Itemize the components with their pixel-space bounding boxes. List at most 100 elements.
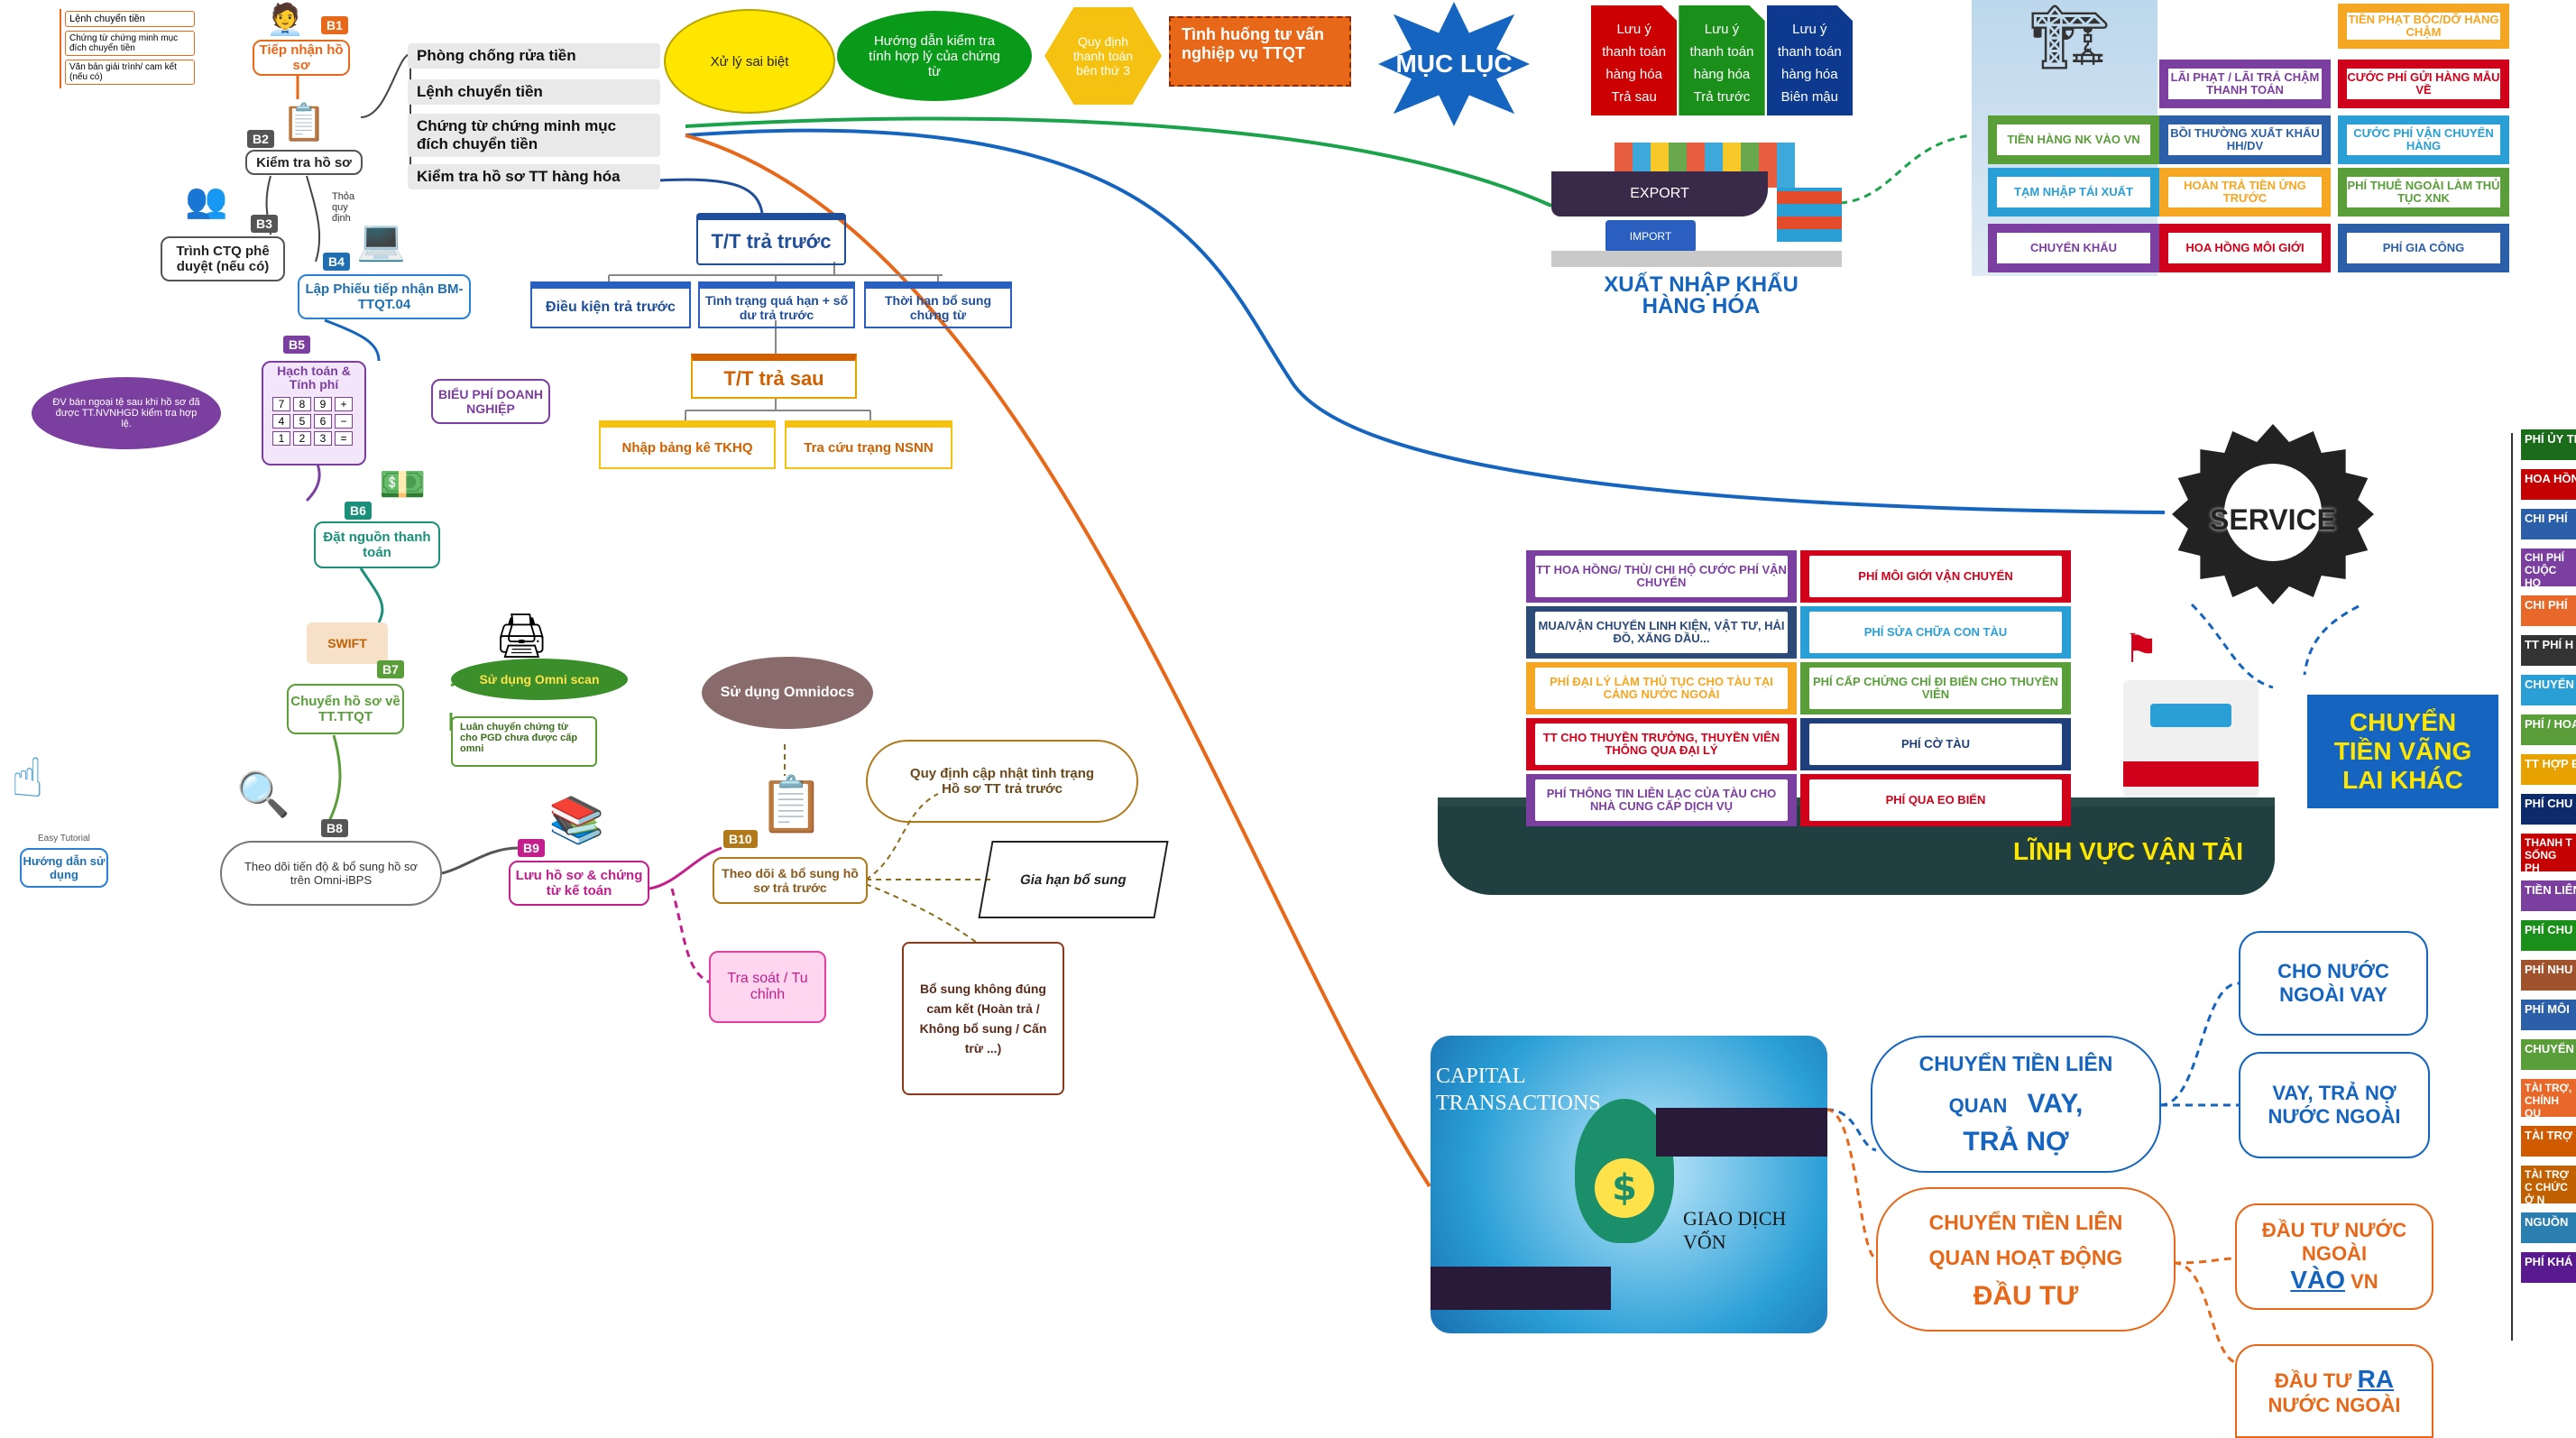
sidebar-service-item[interactable]: NGUỒN [2521, 1212, 2576, 1243]
transport-container[interactable]: PHÍ ĐẠI LÝ LÀM THỦ TỤC CHO TÀU TẠI CẢNG … [1526, 662, 1797, 714]
transport-container[interactable]: MUA/VẬN CHUYỂN LINH KIỆN, VẬT TƯ, HẢI ĐỒ… [1526, 606, 1797, 659]
tra-soat-node[interactable]: Tra soát / Tu chỉnh [709, 951, 826, 1023]
postpay-title[interactable]: T/T trả sau [691, 354, 857, 399]
postpay-item-nsnn[interactable]: Tra cứu trạng NSNN [785, 420, 952, 469]
outbound-invest-node[interactable]: ĐẦU TƯ RA NƯỚC NGOÀI [2235, 1344, 2433, 1438]
step-check-docs[interactable]: Kiểm tra hồ sơ [245, 150, 363, 175]
transport-container[interactable]: PHÍ THÔNG TIN LIÊN LẠC CỦA TÀU CHO NHÀ C… [1526, 774, 1797, 826]
lend-abroad-node[interactable]: CHO NƯỚC NGOÀI VAY [2239, 931, 2428, 1036]
inbound-invest-node[interactable]: ĐẦU TƯ NƯỚC NGOÀI VÀO VN [2235, 1203, 2433, 1310]
sidebar-service-item[interactable]: PHÍ MÔI [2521, 1000, 2576, 1030]
debt-transfer-node[interactable]: CHUYỂN TIỀN LIÊN QUAN VAY, TRẢ NỢ [1871, 1036, 2161, 1173]
sidebar-service-item[interactable]: PHÍ CHU [2521, 794, 2576, 825]
sidebar-service-item[interactable]: CHI PHÍ CUỘC HỌ [2521, 548, 2576, 586]
sidebar-service-item[interactable]: THANH T SỐNG PH [2521, 834, 2576, 871]
sidebar-service-item[interactable]: PHÍ NHU [2521, 960, 2576, 991]
toc-starburst[interactable]: MỤC LỤC [1378, 2, 1530, 126]
hand-top [1656, 1108, 1827, 1157]
sidebar-service-item[interactable]: HOA HỒN [2521, 469, 2576, 500]
omni-scan-button[interactable]: Sử dụng Omni scan [451, 659, 628, 700]
step-tracking[interactable]: Theo dõi tiến độ & bổ sung hồ sơ trên Om… [220, 841, 442, 906]
required-docs-list: Lệnh chuyển tiền Chứng từ chứng minh mục… [60, 9, 195, 88]
step-funding[interactable]: Đặt nguồn thanh toán [314, 521, 440, 568]
calc-key: − [335, 414, 353, 429]
transport-container[interactable]: PHÍ CẤP CHỨNG CHỈ ĐI BIỂN CHO THUYỀN VIÊ… [1800, 662, 2071, 714]
exception-bubble[interactable]: Xử lý sai biệt [664, 9, 835, 114]
trade-tile[interactable]: LÃI PHẠT / LÃI TRẢ CHẬM THANH TOÁN [2159, 60, 2331, 108]
trade-tile[interactable]: TIỀN HÀNG NK VÀO VN [1988, 115, 2159, 164]
transport-container[interactable]: PHÍ SỬA CHỮA CON TÀU [1800, 606, 2071, 659]
sidebar-service-item[interactable]: PHÍ CHU [2521, 920, 2576, 951]
transport-title[interactable]: LĨNH VỰC VẬN TẢI [2013, 837, 2244, 865]
sidebar-service-item[interactable]: TIỀN LIÊN [2521, 880, 2576, 911]
consult-box[interactable]: Tình huống tư vấn nghiệp vụ TTQT [1169, 16, 1351, 87]
trade-tile[interactable]: HOA HỒNG MÔI GIỚI [2159, 224, 2331, 272]
step-archive[interactable]: Lưu hồ sơ & chứng từ kế toán [509, 861, 649, 906]
transport-container[interactable]: TT HOA HỒNG/ THÙ/ CHI HỘ CƯỚC PHÍ VẬN CH… [1526, 550, 1797, 603]
step-followup[interactable]: Theo dõi & bổ sung hồ sơ trả trước [713, 857, 868, 904]
scroll-node[interactable]: Bổ sung không đúng cam kết (Hoàn trả / K… [902, 942, 1064, 1095]
step-transfer[interactable]: Chuyển hồ sơ về TT.TTQT [287, 684, 404, 734]
outbound-head: ĐẦU TƯ RA [2275, 1365, 2394, 1394]
transport-container[interactable]: PHÍ QUA EO BIỂN [1800, 774, 2071, 826]
capital-transactions-image[interactable]: CAPITAL TRANSACTIONS $ GIAO DỊCH VỐN [1431, 1036, 1827, 1333]
transport-container[interactable]: TT CHO THUYỀN TRƯỞNG, THUYỀN VIÊN THÔNG … [1526, 718, 1797, 770]
trade-title[interactable]: XUẤT NHẬP KHẨU HÀNG HÓA [1604, 272, 1799, 318]
sidebar-service-item[interactable]: CHUYỂN [2521, 1039, 2576, 1070]
bridge-window [2150, 704, 2231, 727]
user-guide-link[interactable]: Hướng dẫn sử dụng [20, 848, 108, 888]
sidebar-service-item[interactable]: TT HỢP Đ [2521, 754, 2576, 785]
sidebar-service-item[interactable]: TÀI TRỢ, CHÍNH QU [2521, 1079, 2576, 1117]
sidebar-bracket [2511, 433, 2516, 1341]
trade-tile-label: TẠM NHẬP TÁI XUẤT [1997, 177, 2150, 207]
sidebar-service-item[interactable]: CHI PHÍ [2521, 509, 2576, 539]
sidebar-service-item[interactable]: PHÍ / HOA [2521, 714, 2576, 745]
trade-tile[interactable]: PHÍ GIA CÔNG [2338, 224, 2509, 272]
transport-container[interactable]: PHÍ MÔI GIỚI VẬN CHUYỂN [1800, 550, 2071, 603]
update-rules-node[interactable]: Quy định cập nhật tình trạng Hồ sơ TT tr… [866, 740, 1138, 823]
omnidocs-cloud[interactable]: Sử dụng Omnidocs [702, 657, 873, 729]
payment-note-line: Trả trước [1693, 89, 1751, 105]
trade-tile[interactable]: CHUYỂN KHẨU [1988, 224, 2159, 272]
foreign-debt-node[interactable]: VAY, TRẢ NỢ NƯỚC NGOÀI [2239, 1052, 2430, 1158]
fee-schedule-link[interactable]: BIỂU PHÍ DOANH NGHIỆP [431, 379, 550, 424]
service-gear[interactable]: SERVICE [2172, 424, 2374, 604]
postpay-item-declaration[interactable]: Nhập bảng kê TKHQ [599, 420, 776, 469]
step-accounting[interactable]: Hạch toán & Tính phí [277, 364, 351, 392]
extension-node[interactable]: Gia hạn bổ sung [978, 841, 1169, 918]
sidebar-service-item[interactable]: TT PHÍ H [2521, 635, 2576, 666]
prepay-item-deadline[interactable]: Thời hạn bổ sung chứng từ [864, 281, 1012, 328]
prepay-item-conditions[interactable]: Điều kiện trả trước [530, 281, 691, 328]
trade-tile[interactable]: BỒI THƯỜNG XUẤT KHẨU HH/DV [2159, 115, 2331, 164]
sidebar-service-item[interactable]: CHUYỂN [2521, 675, 2576, 705]
invest-transfer-node[interactable]: CHUYỂN TIỀN LIÊN QUAN HOẠT ĐỘNG ĐẦU TƯ [1876, 1187, 2176, 1332]
trade-tile[interactable]: TẠM NHẬP TÁI XUẤT [1988, 168, 2159, 217]
transport-container[interactable]: PHÍ CỜ TÀU [1800, 718, 2071, 770]
step-create-form[interactable]: Lập Phiếu tiếp nhận BM-TTQT.04 [298, 274, 471, 319]
export-ship-illustration: EXPORT IMPORT [1551, 134, 1842, 269]
sidebar-service-item[interactable]: PHÍ ỦY TH [2521, 429, 2576, 460]
step-approval[interactable]: Trình CTQ phê duyệt (nếu có) [161, 236, 285, 281]
trade-tile[interactable]: HOÀN TRẢ TIỀN ỨNG TRƯỚC [2159, 168, 2331, 217]
trade-tile[interactable]: PHÍ THUÊ NGOÀI LÀM THỦ TỤC XNK [2338, 168, 2509, 217]
sidebar-service-item[interactable]: CHI PHÍ [2521, 595, 2576, 626]
trade-tile[interactable]: TIỀN PHẠT BỐC/DỠ HÀNG CHẬM [2338, 4, 2509, 49]
trade-tile[interactable]: CƯỚC PHÍ GỬI HÀNG MẪU VỀ [2338, 60, 2509, 108]
sidebar-service-item[interactable]: PHÍ KHÁ [2521, 1252, 2576, 1283]
trade-tile-label: CƯỚC PHÍ VẬN CHUYỂN HÀNG [2347, 124, 2500, 155]
other-transfers-box[interactable]: CHUYỂN TIỀN VÃNG LAI KHÁC [2307, 695, 2498, 808]
sidebar-service-item[interactable]: TÀI TRỢ [2521, 1126, 2576, 1157]
trade-tile[interactable]: CƯỚC PHÍ VẬN CHUYỂN HÀNG [2338, 115, 2509, 164]
trade-tile-label: PHÍ THUÊ NGOÀI LÀM THỦ TỤC XNK [2347, 177, 2500, 207]
inbound-tail: VÀO VN [2290, 1266, 2378, 1295]
search-computer-icon: 🔍 [236, 770, 290, 820]
sidebar-service-item[interactable]: TÀI TRỢ C CHỨC Ở N [2521, 1166, 2576, 1203]
step-receive-docs[interactable]: Tiếp nhận hồ sơ [253, 40, 350, 76]
prepay-item-overdue[interactable]: Tình trạng quá hạn + số dư trả trước [698, 281, 855, 328]
prepay-title[interactable]: T/T trả trước [696, 213, 846, 265]
guide-cloud[interactable]: Hướng dẫn kiểm tra tính hợp lý của chứng… [837, 11, 1032, 101]
